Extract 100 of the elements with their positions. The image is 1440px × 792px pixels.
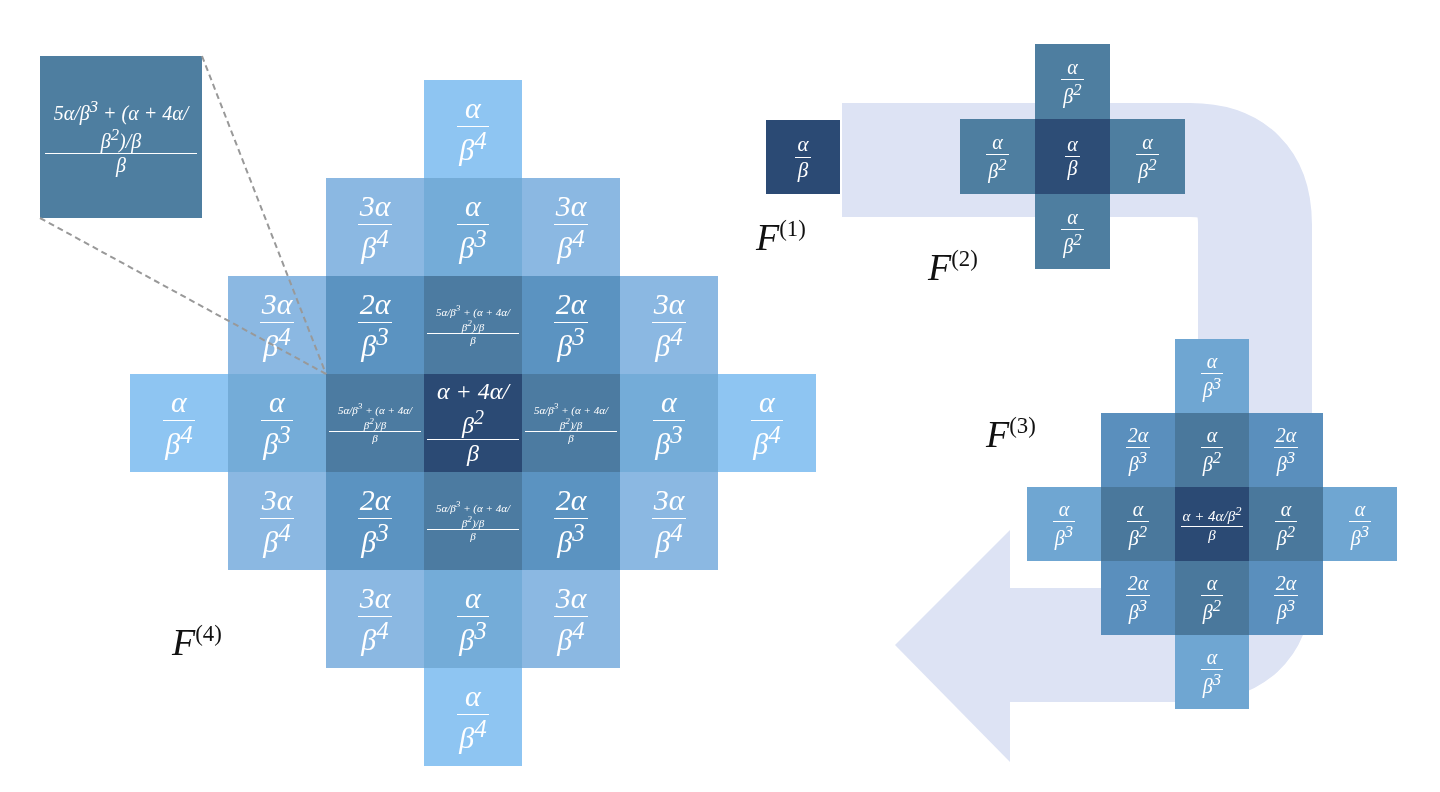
- fraction-numerator: α: [1066, 55, 1079, 79]
- fraction-denominator: β$^{3}$: [1273, 447, 1299, 476]
- fraction-denominator: β$^{4}$: [357, 615, 393, 657]
- fraction-denominator: β$^{3}$: [457, 223, 489, 265]
- fraction-numerator: 3α: [554, 581, 588, 616]
- fraction-denominator: β: [1065, 156, 1080, 180]
- fraction-numerator: 3α: [358, 189, 392, 224]
- fraction-denominator: β$^{3}$: [1125, 595, 1151, 624]
- fraction-numerator: 3α: [652, 483, 686, 518]
- grid-cell: [522, 178, 620, 276]
- grid-cell: [960, 119, 1035, 194]
- grid-cell: [1249, 487, 1323, 561]
- fraction-denominator: β$^{2}$: [986, 153, 1009, 183]
- grid-cell: [1035, 44, 1110, 119]
- fraction-numerator: α: [1066, 205, 1079, 229]
- fraction-numerator: α + 4α/β$^{2}$: [1181, 504, 1243, 526]
- grid-cell: [620, 276, 718, 374]
- fraction-numerator: α: [170, 385, 188, 420]
- fraction-numerator: α: [991, 130, 1004, 154]
- grid-cell: [1175, 413, 1249, 487]
- grid-cell: [522, 276, 620, 374]
- fraction-denominator: β: [426, 529, 520, 544]
- grid-cell: [766, 120, 840, 194]
- grid-cell: [620, 472, 718, 570]
- fraction-denominator: β: [795, 156, 811, 182]
- fraction-denominator: β$^{2}$: [1136, 153, 1159, 183]
- fraction-denominator: β$^{3}$: [553, 517, 589, 559]
- matrix-label: F$^{(3)}$: [986, 412, 1036, 456]
- fraction-numerator: α: [1141, 130, 1154, 154]
- fraction-denominator: β$^{2}$: [1126, 521, 1150, 550]
- matrix-label: F$^{(2)}$: [928, 245, 978, 289]
- matrix-label: F$^{(1)}$: [756, 215, 806, 259]
- grid-cell: [326, 472, 424, 570]
- fraction-denominator: β$^{3}$: [1200, 373, 1224, 402]
- fraction-denominator: β$^{3}$: [1200, 669, 1224, 698]
- fraction-denominator: β$^{4}$: [163, 419, 195, 461]
- grid-cell: [228, 374, 326, 472]
- grid-cell: [326, 178, 424, 276]
- grid-cell: [1249, 561, 1323, 635]
- grid-cell: [1175, 487, 1249, 561]
- grid-cell: [1249, 413, 1323, 487]
- grid-cell: [1101, 561, 1175, 635]
- fraction-denominator: β$^{4}$: [457, 713, 489, 755]
- fraction-denominator: β$^{4}$: [651, 321, 687, 363]
- fraction-denominator: β$^{3}$: [1273, 595, 1299, 624]
- fraction-numerator: 2α: [1274, 572, 1298, 596]
- grid-cell: [1175, 635, 1249, 709]
- grid-cell: [424, 472, 522, 570]
- fraction-numerator: α: [268, 385, 286, 420]
- leader-line: [201, 55, 327, 375]
- grid-cell: [522, 472, 620, 570]
- grid-cell: [1035, 119, 1110, 194]
- fraction-denominator: β$^{3}$: [357, 321, 393, 363]
- fraction-denominator: β$^{4}$: [751, 419, 783, 461]
- fraction-numerator: α + 4α/β$^{2}$: [435, 378, 512, 440]
- fraction-numerator: α: [1057, 498, 1071, 522]
- grid-cell: [424, 178, 522, 276]
- fraction-denominator: β: [426, 439, 520, 468]
- fraction-numerator: 2α: [358, 483, 392, 518]
- grid-cell: [1175, 339, 1249, 413]
- fraction-numerator: α: [464, 581, 482, 616]
- fraction-numerator: 2α: [1274, 424, 1298, 448]
- grid-cell: [326, 276, 424, 374]
- fraction-numerator: α: [1205, 572, 1219, 596]
- fraction-denominator: β: [44, 152, 198, 177]
- fraction-denominator: β$^{2}$: [1061, 228, 1084, 258]
- zoom-inset: [40, 56, 202, 218]
- grid-cell: [1027, 487, 1101, 561]
- fraction-numerator: α: [1205, 424, 1219, 448]
- fraction-numerator: 2α: [554, 287, 588, 322]
- fraction-denominator: β$^{3}$: [457, 615, 489, 657]
- fraction-numerator: 2α: [1126, 572, 1150, 596]
- grid-cell: [718, 374, 816, 472]
- matrix-label: F$^{(4)}$: [172, 620, 222, 664]
- fraction-numerator: α: [796, 132, 810, 157]
- fraction-denominator: β: [524, 431, 618, 446]
- fraction-denominator: β$^{2}$: [1061, 78, 1084, 108]
- fraction-denominator: β$^{4}$: [357, 223, 393, 265]
- grid-cell: [424, 668, 522, 766]
- grid-cell: [620, 374, 718, 472]
- fraction-denominator: β$^{3}$: [553, 321, 589, 363]
- fraction-numerator: α: [660, 385, 678, 420]
- fraction-denominator: β$^{4}$: [259, 321, 295, 363]
- fraction-denominator: β$^{2}$: [1200, 595, 1224, 624]
- fraction-denominator: β: [426, 333, 520, 348]
- fraction-numerator: α: [464, 679, 482, 714]
- leader-line: [39, 217, 327, 375]
- fraction-denominator: β$^{3}$: [1052, 521, 1076, 550]
- fraction-numerator: 3α: [652, 287, 686, 322]
- fraction-numerator: 3α: [358, 581, 392, 616]
- fraction-numerator: α: [1066, 133, 1079, 156]
- grid-cell: [522, 570, 620, 668]
- grid-cell: [1175, 561, 1249, 635]
- fraction-numerator: α: [1353, 498, 1367, 522]
- grid-cell: [326, 374, 424, 472]
- fraction-denominator: β: [328, 431, 422, 446]
- fraction-numerator: α: [758, 385, 776, 420]
- fraction-numerator: 3α: [260, 287, 294, 322]
- fraction-denominator: β: [1180, 525, 1244, 544]
- fraction-denominator: β$^{3}$: [261, 419, 293, 461]
